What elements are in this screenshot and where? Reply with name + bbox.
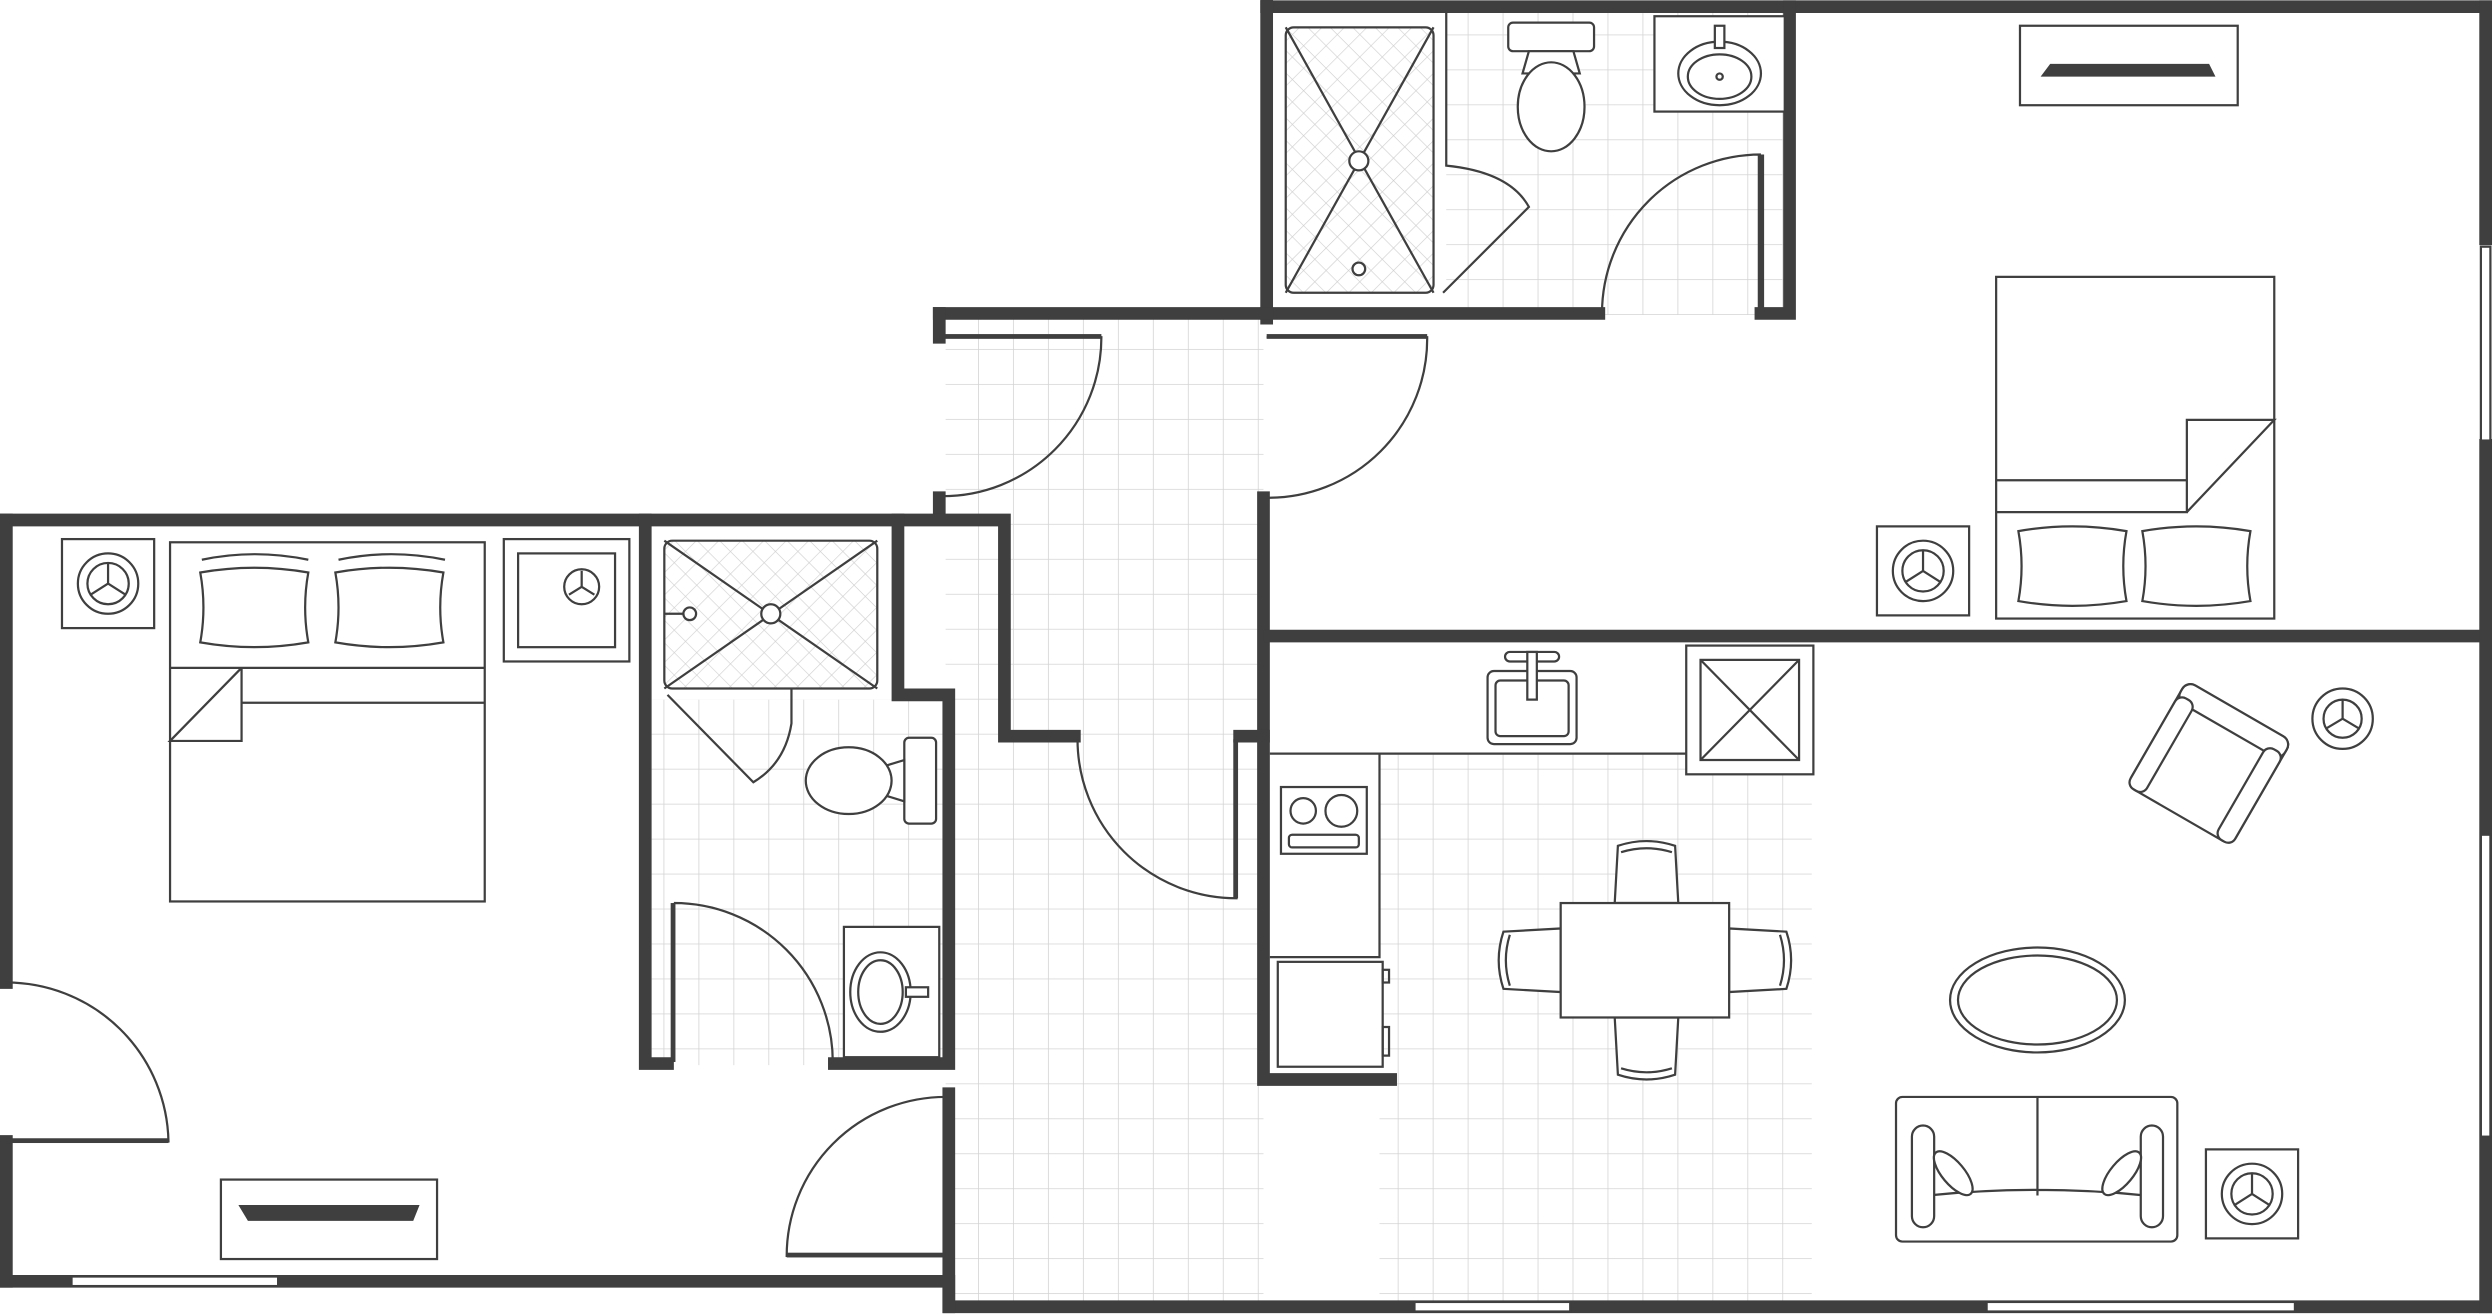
bed-icon — [167, 541, 486, 903]
bathroom-middle — [663, 539, 941, 1059]
windows — [70, 245, 2492, 1313]
coffee-table-icon — [1948, 946, 2126, 1054]
stove-icon — [1279, 785, 1368, 855]
door-swing-icon[interactable] — [942, 334, 1103, 498]
window-icon — [1985, 1300, 2297, 1313]
kitchen — [1269, 644, 1815, 1081]
doors — [6, 153, 1765, 1258]
dining-table-icon — [1497, 839, 1793, 1081]
nightstand-lamp-icon — [2204, 1148, 2300, 1240]
nightstand-lamp-icon — [2311, 687, 2374, 750]
sink-icon — [842, 925, 941, 1059]
heater-icon — [219, 1178, 439, 1261]
toilet-icon — [804, 736, 938, 825]
door-swing-icon[interactable] — [670, 901, 834, 1062]
window-icon — [70, 1275, 280, 1288]
sink-icon — [1486, 650, 1578, 746]
shower-icon — [663, 539, 879, 784]
window-icon — [2479, 245, 2492, 442]
bathroom-top — [1284, 13, 1786, 294]
window-icon — [2479, 833, 2492, 1138]
nightstand-lamp-icon — [60, 537, 156, 630]
door-swing-icon[interactable] — [1600, 153, 1765, 314]
door-swing-icon[interactable] — [6, 981, 170, 1144]
living-room — [1894, 683, 2374, 1243]
nightstand-lamp-icon — [1875, 525, 1971, 617]
armchair-icon — [2128, 683, 2290, 844]
oven-icon — [1276, 960, 1391, 1068]
refrigerator-icon — [1685, 644, 1815, 776]
toilet-icon — [1507, 21, 1596, 153]
bedroom-right — [1875, 24, 2277, 620]
bed-icon — [1995, 275, 2277, 620]
shower-icon — [1284, 13, 1531, 294]
window-icon — [1413, 1300, 1572, 1313]
heater-icon — [2018, 24, 2239, 107]
nightstand-lamp-icon — [502, 537, 631, 663]
door-swing-icon[interactable] — [785, 1095, 946, 1258]
bedroom-left — [60, 537, 631, 1261]
sink-icon — [1653, 15, 1786, 113]
door-swing-icon[interactable] — [1076, 739, 1239, 900]
door-swing-icon[interactable] — [1266, 334, 1429, 499]
sofa-icon — [1894, 1095, 2179, 1243]
